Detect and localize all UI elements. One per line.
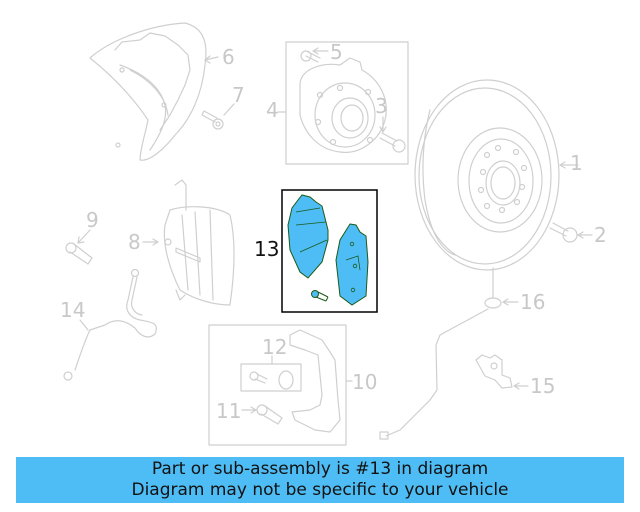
splash-shield-part[interactable] xyxy=(89,22,219,161)
splash-shield-bolt-part[interactable] xyxy=(201,103,235,130)
callout-16[interactable]: 16 xyxy=(520,290,546,314)
callout-9[interactable]: 9 xyxy=(86,208,99,232)
callout-5[interactable]: 5 xyxy=(330,40,343,64)
callout-2[interactable]: 2 xyxy=(594,223,607,247)
caliper-part[interactable] xyxy=(142,179,235,306)
brake-rotor-part[interactable] xyxy=(414,79,593,271)
callout-6[interactable]: 6 xyxy=(222,45,235,69)
wear-sensor-part[interactable] xyxy=(379,267,519,440)
brake-hose-part[interactable] xyxy=(63,268,157,381)
hub-assembly-part[interactable] xyxy=(277,41,409,165)
caliper-bolt-part[interactable] xyxy=(65,229,93,265)
banner-line-1: Part or sub-assembly is #13 in diagram xyxy=(151,459,489,479)
callout-11[interactable]: 11 xyxy=(216,399,242,423)
callout-1[interactable]: 1 xyxy=(570,151,583,175)
callout-12[interactable]: 12 xyxy=(262,335,288,359)
abs-sensor-part[interactable] xyxy=(475,354,529,390)
callout-3[interactable]: 3 xyxy=(375,94,388,118)
callout-10[interactable]: 10 xyxy=(352,370,378,394)
callout-13[interactable]: 13 xyxy=(254,237,280,261)
info-banner: Part or sub-assembly is #13 in diagram D… xyxy=(16,457,624,503)
callout-14[interactable]: 14 xyxy=(60,298,86,322)
callout-4[interactable]: 4 xyxy=(266,98,279,122)
banner-line-2: Diagram may not be specific to your vehi… xyxy=(131,480,509,500)
caliper-bracket-part[interactable] xyxy=(208,324,353,446)
callout-8[interactable]: 8 xyxy=(128,230,141,254)
brake-pads-part[interactable] xyxy=(281,189,378,313)
callout-15[interactable]: 15 xyxy=(530,374,556,398)
callout-7[interactable]: 7 xyxy=(232,83,245,107)
